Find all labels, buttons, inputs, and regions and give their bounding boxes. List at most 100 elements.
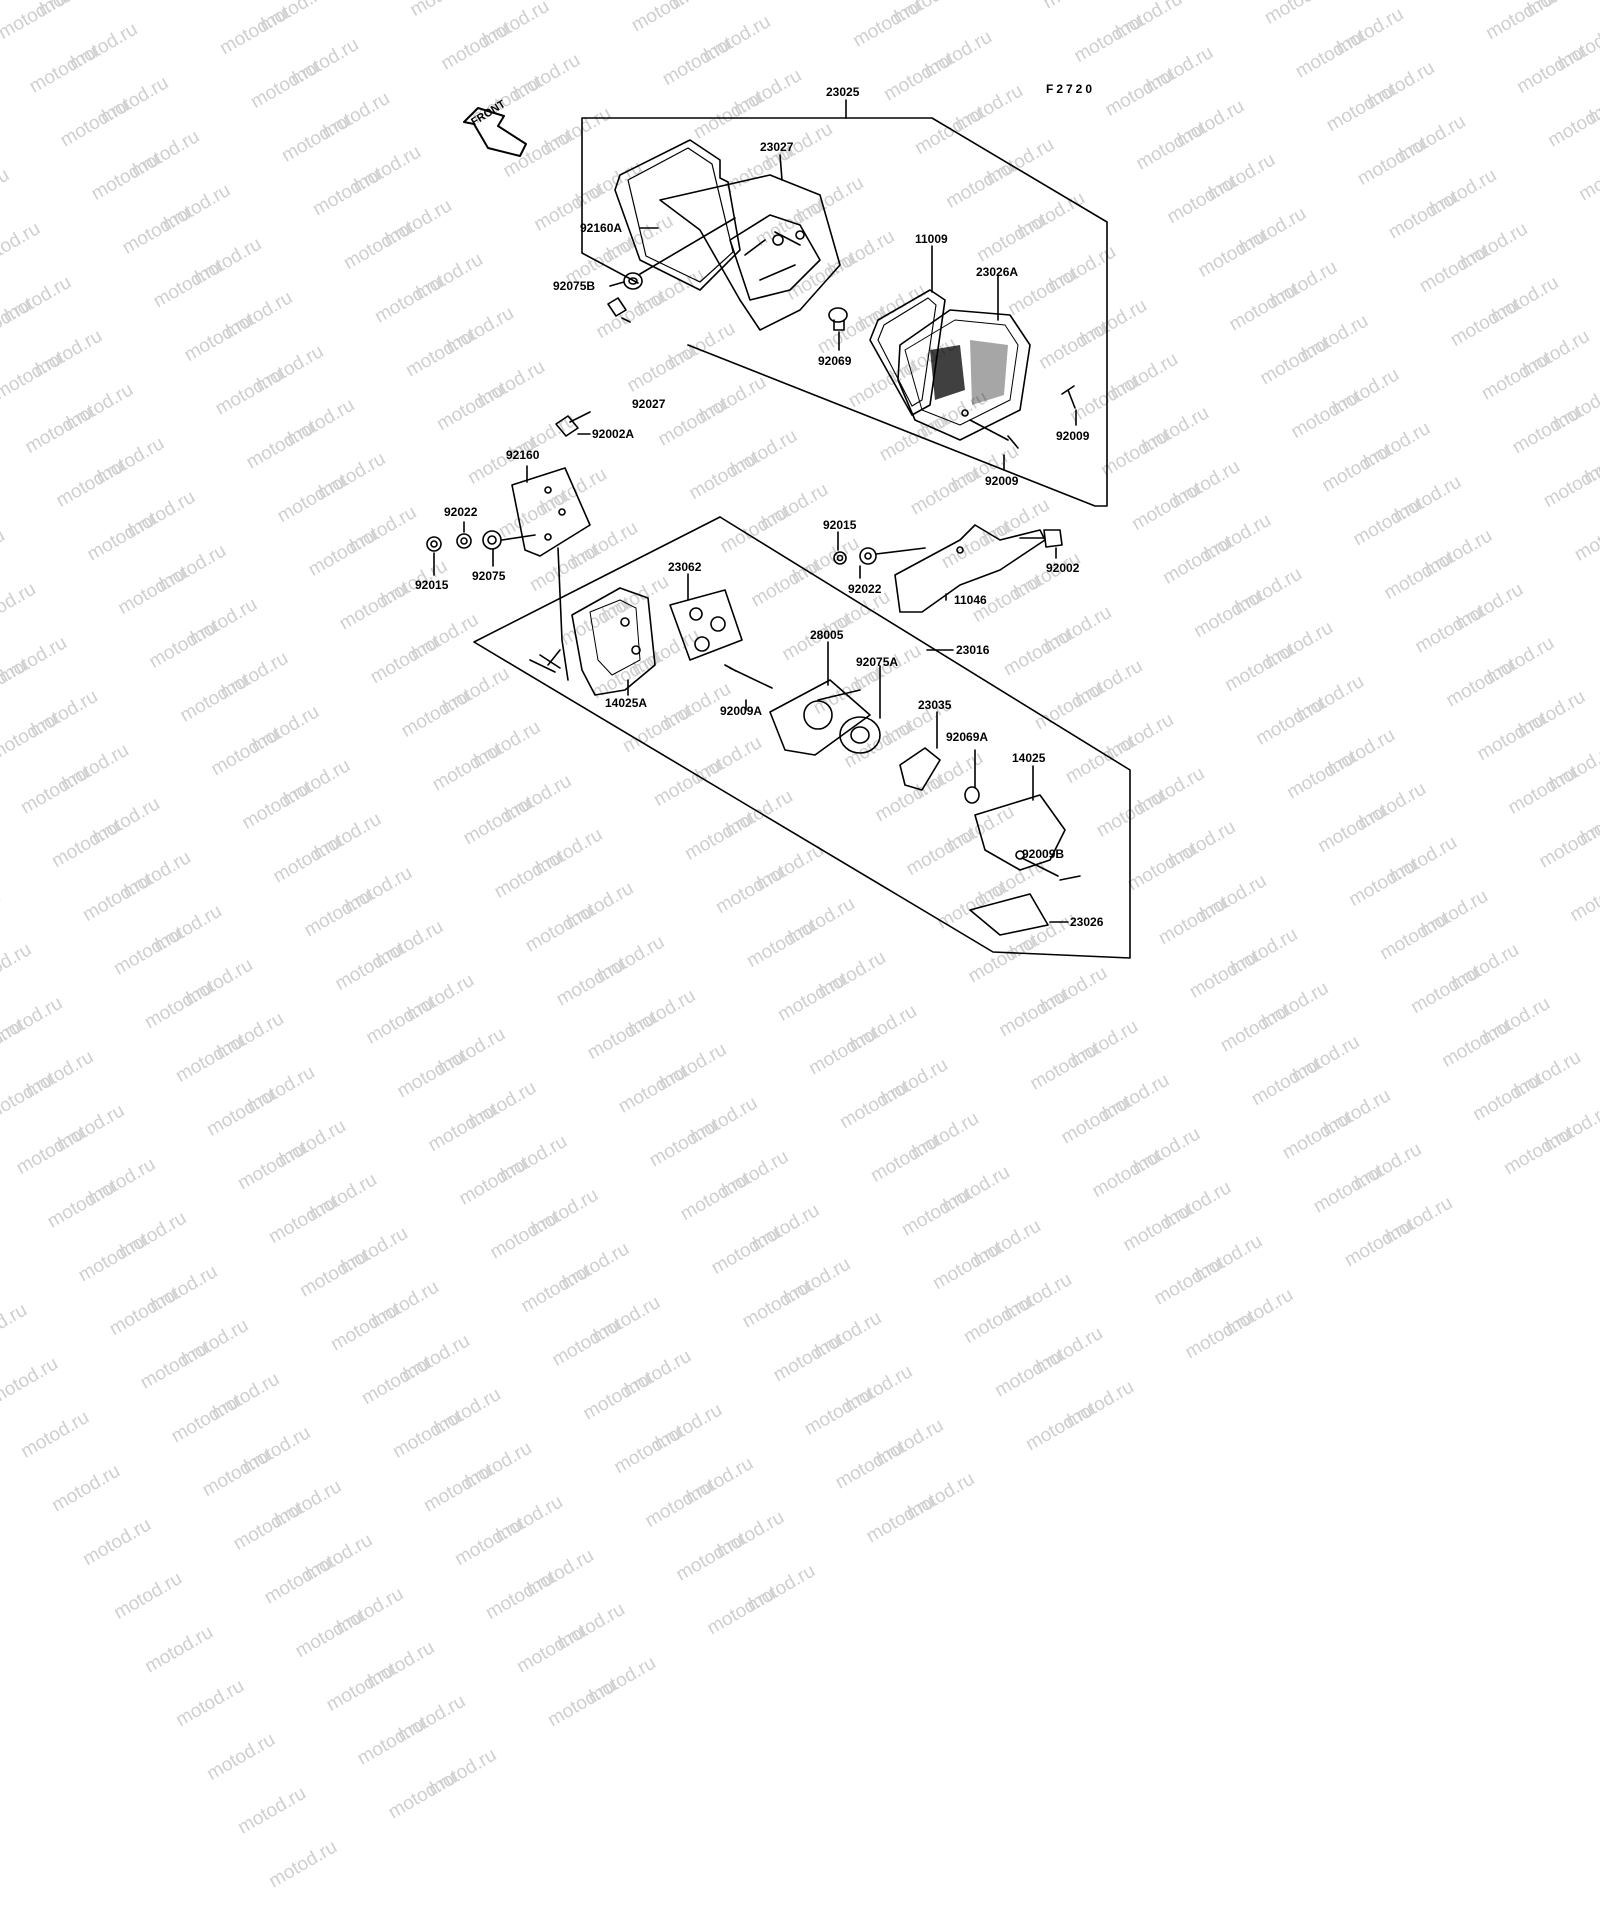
part-label-92075B: 92075B xyxy=(553,279,595,293)
part-92015-nut-right xyxy=(833,551,847,565)
watermark-text: motod.ru xyxy=(260,1552,337,1609)
part-label-92075A: 92075A xyxy=(856,655,898,669)
watermark-text: motod.ru xyxy=(707,1223,784,1279)
part-label-14025: 14025 xyxy=(1012,751,1046,765)
part-label-92009-right: 92009 xyxy=(1056,429,1090,443)
watermark-text: motod.ru xyxy=(384,1767,461,1824)
watermark-text: motod.ru xyxy=(960,1292,1036,1348)
watermark-text: motod.ru xyxy=(229,1499,306,1555)
part-label-23035: 23035 xyxy=(918,698,952,712)
watermark-text: motod.ru xyxy=(451,1514,527,1571)
front-label: FRONT xyxy=(469,98,508,128)
watermark-text: motod.ru xyxy=(991,1345,1067,1402)
watermark-text: motod.ru xyxy=(1340,1215,1417,1272)
watermark-text: motod.ru xyxy=(291,1606,368,1663)
watermark-text: motod.ru xyxy=(840,1361,917,1417)
watermark-text: motod.ru xyxy=(207,1368,284,1425)
part-label-92009A: 92009A xyxy=(720,704,762,718)
watermark-text: motod.ru xyxy=(48,1460,124,1517)
part-label-92160A: 92160A xyxy=(580,221,622,235)
part-92075A-grommet xyxy=(839,716,881,754)
watermark-text: motod.ru xyxy=(0,1353,62,1409)
watermark-text: motod.ru xyxy=(769,1330,846,1387)
watermark-text: motod.ru xyxy=(420,1460,496,1517)
watermark-text: motod.ru xyxy=(1190,1230,1266,1287)
part-label-92069A: 92069A xyxy=(946,730,988,744)
part-92002A-bolt xyxy=(555,411,591,437)
watermark-text: motod.ru xyxy=(610,1422,687,1479)
watermark-text: motod.ru xyxy=(743,1560,819,1617)
watermark-text: motod.ru xyxy=(300,1529,377,1586)
part-label-23026A: 23026A xyxy=(976,265,1018,279)
part-23027-lens xyxy=(659,174,841,331)
watermark-text: motod.ru xyxy=(809,1307,886,1364)
part-label-92002A: 92002A xyxy=(592,427,634,441)
watermark-text: motod.ru xyxy=(579,1368,656,1425)
part-23026-lens xyxy=(969,893,1049,936)
part-label-23025: 23025 xyxy=(826,85,860,99)
part-label-11009: 11009 xyxy=(915,232,948,246)
watermark-text: motod.ru xyxy=(460,1437,536,1494)
watermark-text: motod.ru xyxy=(672,1529,749,1586)
watermark-text: motod.ru xyxy=(203,1729,279,1785)
watermark-text: motod.ru xyxy=(1022,1399,1098,1456)
part-92022-washer-left xyxy=(456,533,472,549)
part-label-92027: 92027 xyxy=(632,397,666,411)
leader-92009B xyxy=(1021,857,1059,877)
part-wire-harness xyxy=(529,547,569,681)
watermark-text: motod.ru xyxy=(486,1207,563,1264)
part-92160A-gasket xyxy=(614,139,741,291)
leader-23027 xyxy=(779,154,783,181)
watermark-text: motod.ru xyxy=(172,1675,248,1732)
part-92002-bolt xyxy=(1019,529,1063,548)
part-28005-holder xyxy=(769,679,871,756)
watermark-text: motod.ru xyxy=(619,1345,695,1402)
part-92015-nut-left xyxy=(426,536,442,552)
watermark-text: motod.ru xyxy=(367,1276,443,1333)
watermark-text: motod.ru xyxy=(1000,1269,1076,1325)
part-14025-cover xyxy=(974,794,1066,871)
watermark-text: motod.ru xyxy=(322,1660,399,1716)
watermark-text: motod.ru xyxy=(424,1744,501,1801)
part-92069A-bulb xyxy=(964,786,980,804)
part-92009-screw-lower xyxy=(969,419,1019,449)
watermark-text: motod.ru xyxy=(145,1261,222,1317)
watermark-text: motod.ru xyxy=(1062,1376,1138,1433)
watermark-text: motod.ru xyxy=(584,1652,660,1709)
part-92009A-screw xyxy=(724,664,773,689)
watermark-text: motod.ru xyxy=(557,1238,633,1295)
part-92022-washer-right xyxy=(859,547,877,565)
part-92075-grommet xyxy=(482,530,502,550)
watermark-text: motod.ru xyxy=(1181,1307,1258,1364)
group-bracket-23016 xyxy=(473,516,1131,959)
watermark-text: motod.ru xyxy=(712,1506,788,1563)
watermark-text: motod.ru xyxy=(681,1453,757,1509)
watermark-text: motod.ru xyxy=(641,1476,718,1532)
watermark-text: motod.ru xyxy=(393,1690,470,1747)
watermark-text: motod.ru xyxy=(929,1238,1005,1295)
watermark-text: motod.ru xyxy=(353,1713,430,1770)
watermark-text: motod.ru xyxy=(517,1261,594,1318)
watermark-text: motod.ru xyxy=(778,1253,855,1310)
watermark-text: motod.ru xyxy=(522,1545,598,1601)
watermark-text: motod.ru xyxy=(588,1292,664,1348)
front-arrow-icon xyxy=(463,107,527,157)
part-23035-socket xyxy=(899,747,941,791)
watermark-text: motod.ru xyxy=(1031,1322,1107,1379)
diagram-code: F2720 xyxy=(1046,82,1095,96)
part-label-23062: 23062 xyxy=(668,560,702,574)
part-23062-socket xyxy=(669,589,743,661)
group-bracket-23025 xyxy=(581,117,1108,507)
watermark-text: motod.ru xyxy=(79,1514,155,1571)
watermark-text: motod.ru xyxy=(234,1782,310,1839)
watermark-text: motod.ru xyxy=(238,1422,315,1479)
part-label-92022-right: 92022 xyxy=(848,582,882,596)
watermark-text: motod.ru xyxy=(703,1583,780,1640)
part-label-11046: 11046 xyxy=(954,593,987,607)
watermark-text: motod.ru xyxy=(1119,1200,1196,1256)
part-92069-bulb xyxy=(828,307,848,331)
part-label-92069: 92069 xyxy=(818,354,852,368)
watermark-text: motod.ru xyxy=(491,1491,567,1548)
part-label-23026: 23026 xyxy=(1070,915,1104,929)
leader-92075B xyxy=(609,217,736,287)
